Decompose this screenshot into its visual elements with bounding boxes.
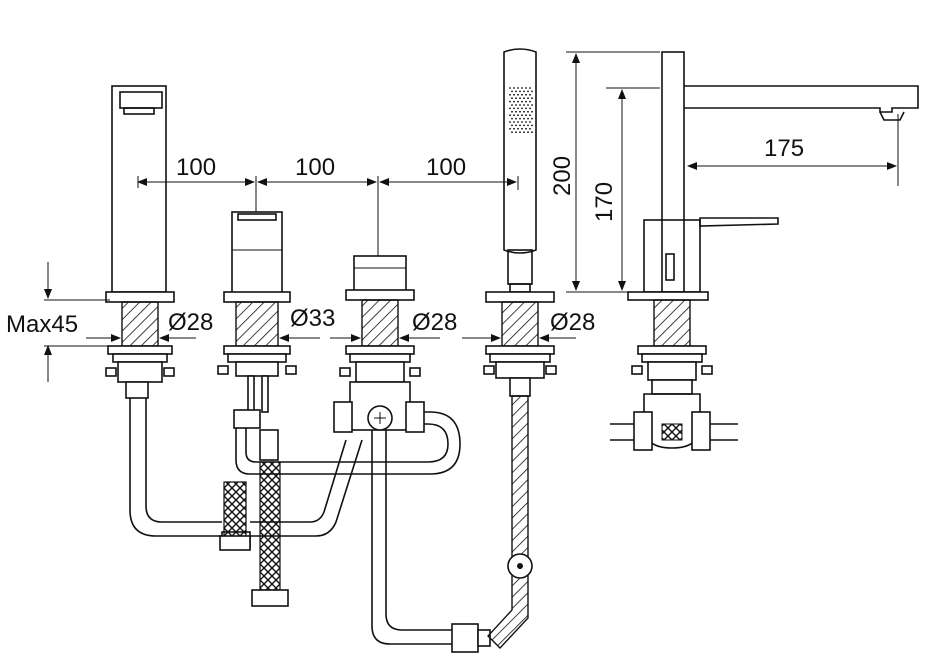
- dimension-lines: [44, 51, 899, 382]
- mount-unit-2: [217, 291, 297, 461]
- dim-diameter-2: Ø33: [290, 305, 335, 332]
- diverter-handle: [231, 211, 283, 295]
- side-view-lever: [643, 217, 779, 293]
- side-view-mount: [610, 291, 738, 451]
- mixer-handle: [353, 255, 407, 293]
- dim-max-deck: Max45: [6, 311, 78, 338]
- dim-diameter-1: Ø28: [168, 309, 213, 336]
- dim-spacing-3: 100: [426, 154, 466, 181]
- dim-spacing-1: 100: [176, 154, 216, 181]
- mount-unit-4: [483, 291, 557, 397]
- shower-spray-holes: [509, 87, 533, 134]
- dim-height-total: 200: [549, 156, 576, 196]
- supply-pipes: [129, 398, 491, 653]
- dim-diameter-4: Ø28: [550, 309, 595, 336]
- shower-hose: [487, 395, 533, 650]
- dim-reach: 175: [764, 135, 804, 162]
- mount-unit-1: [105, 291, 175, 399]
- mount-unit-3: [333, 289, 425, 433]
- braided-hose-hot: [251, 461, 289, 607]
- braided-hose-cold: [219, 481, 251, 551]
- dim-diameter-3: Ø28: [412, 309, 457, 336]
- dim-spacing-2: 100: [295, 154, 335, 181]
- dim-height-spout: 170: [591, 182, 618, 222]
- hand-shower: [503, 48, 537, 293]
- bath-spout: [111, 85, 167, 293]
